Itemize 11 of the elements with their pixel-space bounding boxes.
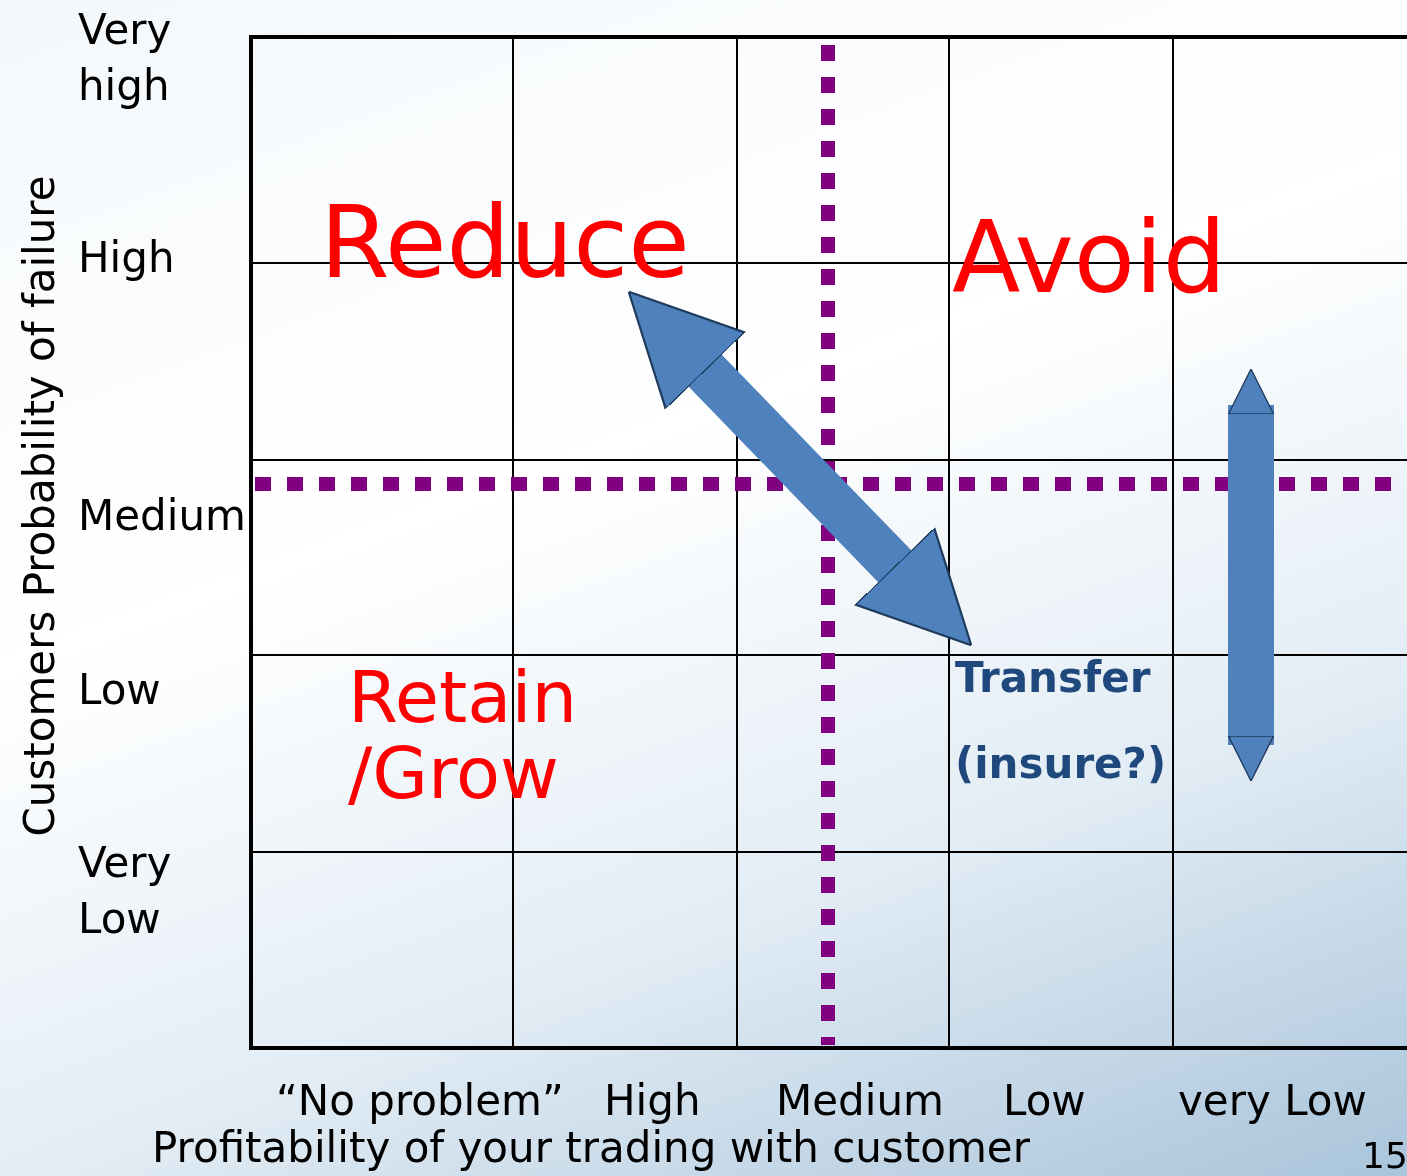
axis-tick-label: Medium (78, 490, 247, 542)
axis-tick-label: Very high (78, 4, 173, 112)
page-number: 15 (1362, 1134, 1407, 1176)
axis-title: Customers Probability of failure (14, 174, 65, 839)
block-arrow (627, 290, 973, 647)
axis-tick-label: very Low (1178, 1075, 1367, 1127)
axis-tick-label: Low (78, 664, 162, 716)
block-arrow (1227, 368, 1275, 782)
quadrant-label: Transfer (insure?) (955, 635, 1185, 808)
axis-tick-label: Very Low (78, 837, 173, 945)
axis-tick-label: High (78, 232, 176, 284)
